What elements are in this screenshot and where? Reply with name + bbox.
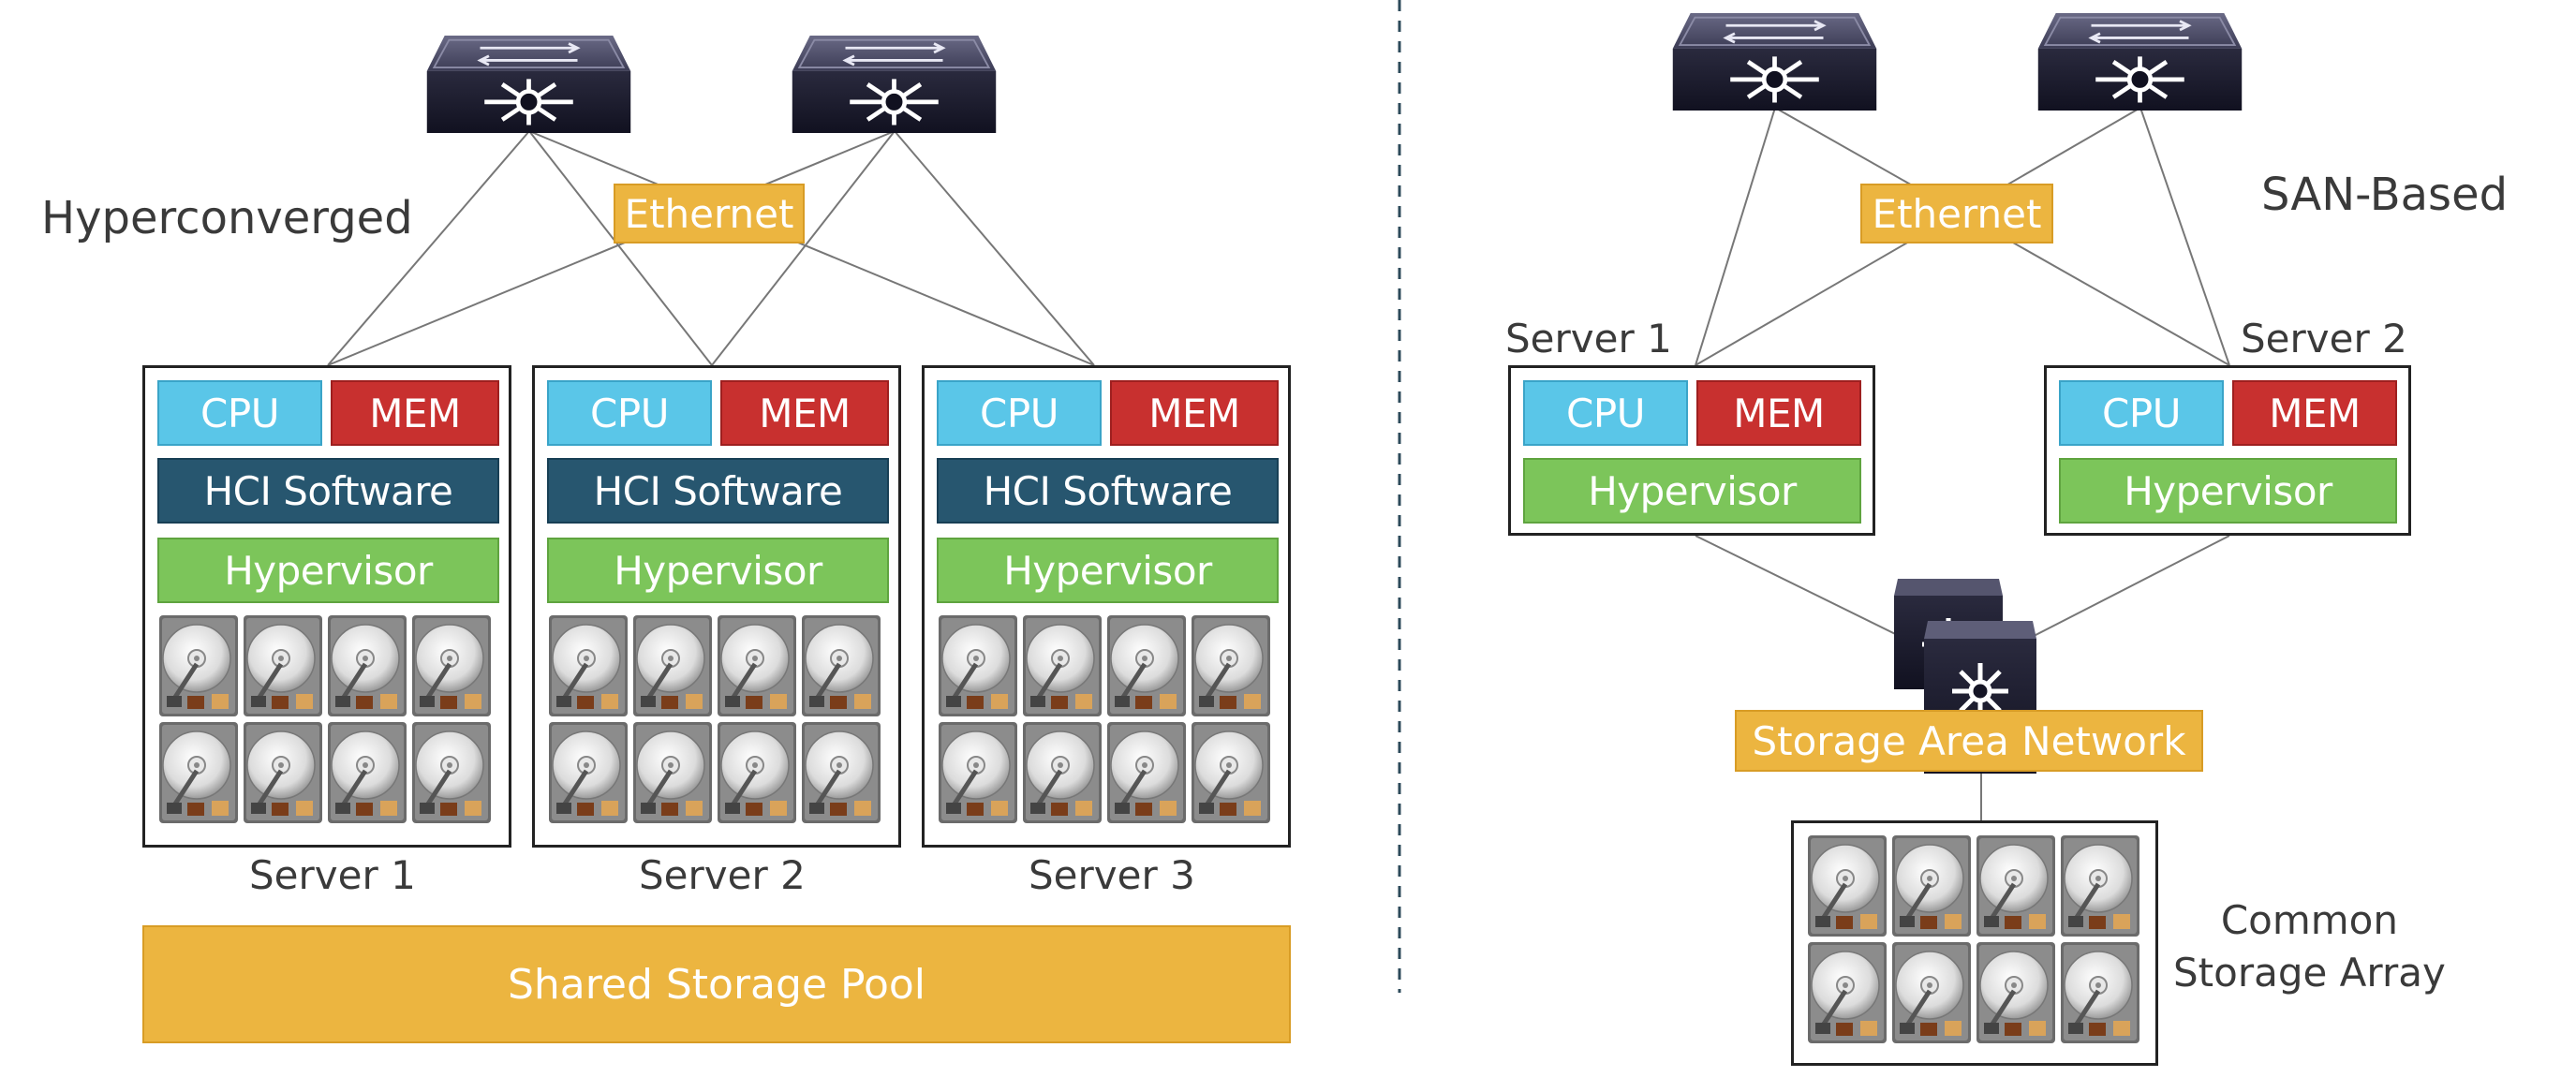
hard-disk-icon (159, 615, 238, 716)
san-based-title: SAN-Based (2261, 169, 2509, 221)
hci-software-block: HCI Software (547, 458, 889, 524)
hard-disk-icon (1808, 942, 1887, 1043)
hard-disk-icon (718, 615, 796, 716)
hard-disk-icon (1892, 835, 1971, 937)
hard-disk-icon (802, 615, 881, 716)
array-label: Common Storage Array (2173, 894, 2446, 999)
hard-disk-icon (633, 722, 712, 823)
hard-disk-icon (549, 722, 628, 823)
disk-grid (939, 615, 1276, 826)
disk-grid (1808, 835, 2145, 1046)
hard-disk-icon (633, 615, 712, 716)
hard-disk-icon (159, 722, 238, 823)
hard-disk-icon (1808, 835, 1887, 937)
cpu-block: CPU (1523, 380, 1688, 446)
mem-block: MEM (331, 380, 499, 446)
hard-disk-icon (244, 615, 322, 716)
hard-disk-icon (1023, 722, 1102, 823)
hard-disk-icon (939, 722, 1017, 823)
disk-grid (159, 615, 496, 826)
hypervisor-block: Hypervisor (937, 538, 1279, 603)
cpu-block: CPU (937, 380, 1102, 446)
hard-disk-icon (939, 615, 1017, 716)
server-label: Server 2 (2241, 316, 2407, 362)
hard-disk-icon (1976, 835, 2055, 937)
shared-storage-pool: Shared Storage Pool (142, 925, 1291, 1043)
disk-grid (549, 615, 886, 826)
hard-disk-icon (2061, 835, 2139, 937)
server-label: Server 2 (639, 852, 806, 898)
server-label: Server 1 (249, 852, 416, 898)
mem-block: MEM (720, 380, 889, 446)
hard-disk-icon (2061, 942, 2139, 1043)
mem-block: MEM (2232, 380, 2397, 446)
hci-software-block: HCI Software (157, 458, 499, 524)
hyperconverged-title: Hyperconverged (41, 192, 413, 244)
network-switch-icon (423, 36, 634, 133)
hard-disk-icon (802, 722, 881, 823)
ethernet-label: Ethernet (1860, 184, 2053, 243)
network-switch-icon (789, 36, 999, 133)
hard-disk-icon (1192, 615, 1270, 716)
hard-disk-icon (1107, 722, 1186, 823)
hard-disk-icon (1023, 615, 1102, 716)
hard-disk-icon (412, 615, 491, 716)
hard-disk-icon (1892, 942, 1971, 1043)
hard-disk-icon (549, 615, 628, 716)
hard-disk-icon (1192, 722, 1270, 823)
mem-block: MEM (1696, 380, 1861, 446)
array-label-line2: Storage Array (2173, 950, 2446, 996)
hard-disk-icon (412, 722, 491, 823)
hypervisor-block: Hypervisor (157, 538, 499, 603)
cpu-block: CPU (547, 380, 712, 446)
hypervisor-block: Hypervisor (1523, 458, 1861, 524)
hci-software-block: HCI Software (937, 458, 1279, 524)
network-switch-icon (2035, 13, 2245, 111)
server-label: Server 1 (1505, 316, 1672, 362)
ethernet-label: Ethernet (614, 184, 805, 243)
storage-area-network-label: Storage Area Network (1735, 710, 2203, 772)
mem-block: MEM (1110, 380, 1279, 446)
hypervisor-block: Hypervisor (547, 538, 889, 603)
hard-disk-icon (1107, 615, 1186, 716)
server-label: Server 3 (1029, 852, 1195, 898)
hard-disk-icon (328, 615, 407, 716)
hypervisor-block: Hypervisor (2059, 458, 2397, 524)
hard-disk-icon (328, 722, 407, 823)
hard-disk-icon (1976, 942, 2055, 1043)
hard-disk-icon (718, 722, 796, 823)
array-label-line1: Common (2220, 897, 2398, 943)
cpu-block: CPU (2059, 380, 2224, 446)
hard-disk-icon (244, 722, 322, 823)
cpu-block: CPU (157, 380, 322, 446)
network-switch-icon (1669, 13, 1880, 111)
